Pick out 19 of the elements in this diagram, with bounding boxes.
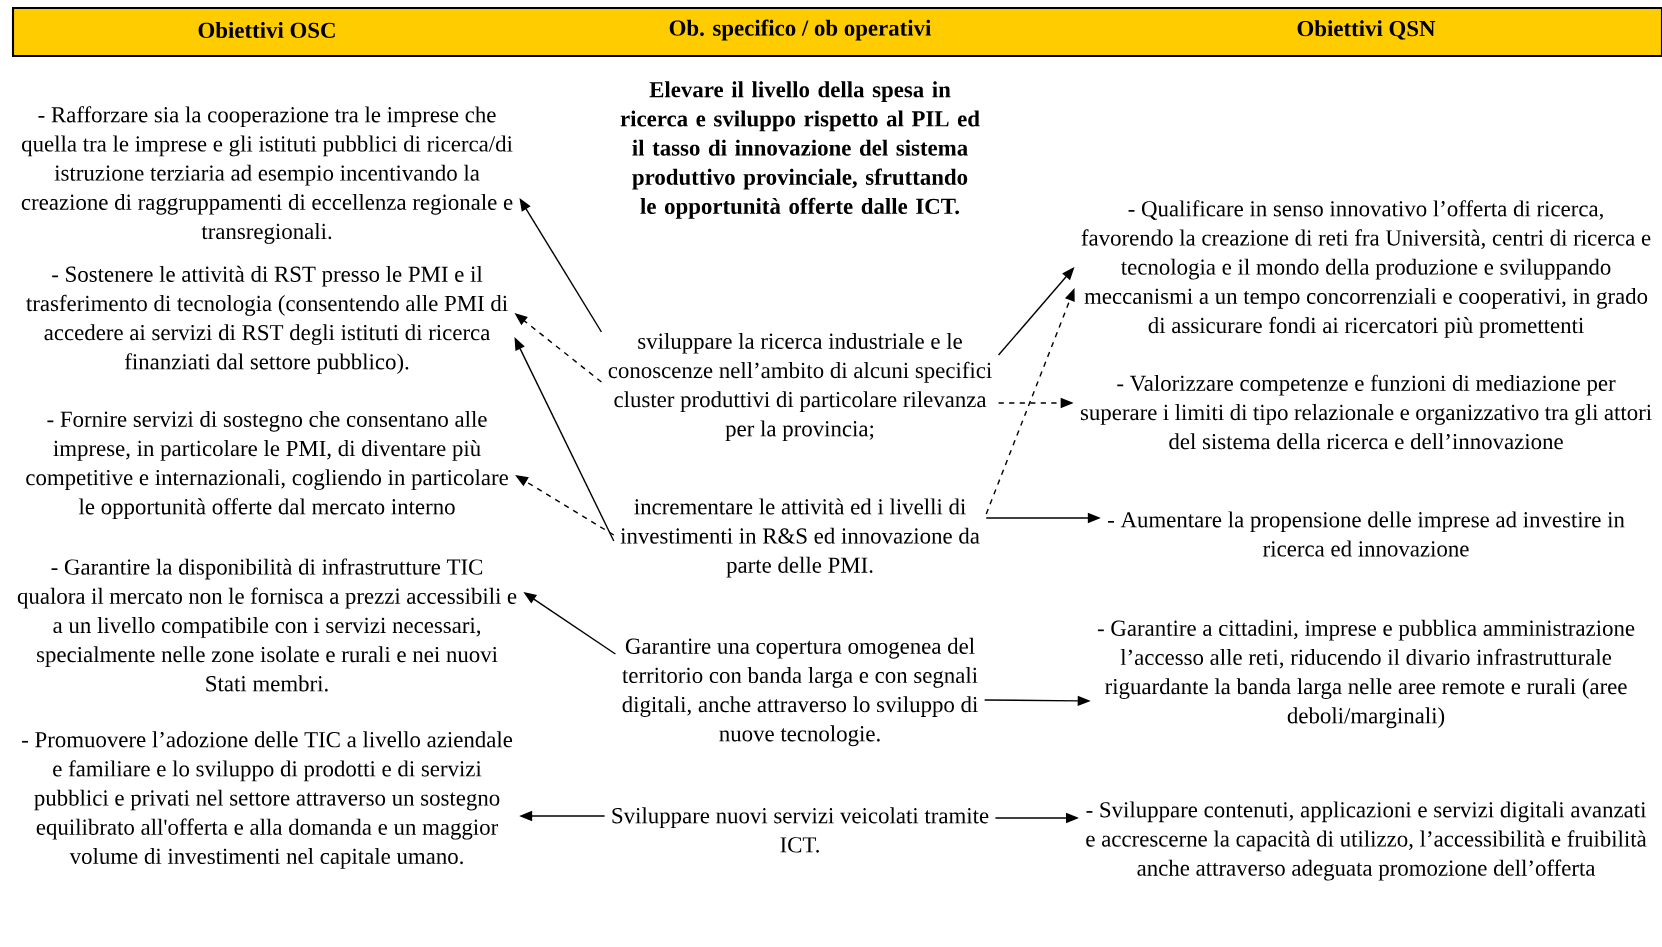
objective-text: - Rafforzare sia la cooperazione tra le imprese che quella tra le imprese e gli istituti pubblici di ricerca/di istruzione terziaria ad esempio incentivando la creazione di raggruppamenti di eccellenza regionale e transregionali.: [21, 106, 513, 244]
column-heading: Ob. specifico / ob operativi: [669, 19, 932, 41]
objective-text: - Promuovere l’adozione delle TIC a livello aziendale e familiare e lo sviluppo di prodotti e di servizi pubblici e privati nel settore attraverso un sostegno equilibrato all'offerta e alla domanda e un maggior volume di investimenti nel capitale umano.: [22, 731, 513, 869]
objective-text: - Sostenere le attività di RST presso le PMI e il trasferimento di tecnologia (consentendo alle PMI di accedere ai servizi di RST degli istituti di ricerca finanziati dal settore pubblico).: [26, 265, 508, 375]
column-heading: Obiettivi QSN: [1297, 20, 1436, 40]
objective-text: - Sviluppare contenuti, applicazioni e servizi digitali avanzati e accrescerne la capacità di utilizzo, l’accessibilità e fruibilità anche attraverso adeguata promozione dell’offerta: [1086, 801, 1647, 881]
arrow: [519, 198, 603, 333]
objective-heading: Elevare il livello della spesa in ricerca e sviluppo rispetto al PIL ed il tasso di innovazione del sistema produttivo provinciale, sfruttando le opportunità offerte dalle ICT.: [620, 81, 980, 219]
column-heading: Obiettivi OSC: [198, 21, 335, 39]
objective-text: Garantire una copertura omogenea del territorio con banda larga e con segnali digitali, anche attraverso lo sviluppo di nuove tecnologie.: [622, 637, 978, 747]
objective-text: - Fornire servizi di sostegno che consentano alle imprese, in particolare le PMI, di diventare più competitive e internazionali, cogliendo in particolare le opportunità offerte dal mercato interno: [26, 410, 508, 520]
objective-text: - Qualificare in senso innovativo l’offerta di ricerca, favorendo la creazione di reti fra Università, centri di ricerca e tecnologia e il mondo della produzione e sviluppando meccanismi a un tempo concorrenziali e cooperativi, in grado di assicurare fondi ai ricercatori più promettenti: [1081, 200, 1651, 338]
objective-text: - Valorizzare competenze e funzioni di mediazione per superare i limiti di tipo relazionale e organizzativo tra gli attori del sistema della ricerca e dell’innovazione: [1080, 374, 1652, 450]
objective-text: Sviluppare nuovi servizi veicolati tramite ICT.: [612, 807, 989, 853]
objective-text: - Aumentare la propensione delle imprese ad investire in ricerca ed innovazione: [1108, 511, 1625, 557]
objective-text: - Garantire a cittadini, imprese e pubblica amministrazione l’accesso alle reti, riducendo il divario infrastrutturale riguardante la banda larga nelle aree remote e rurali (aree deboli/marginali): [1097, 619, 1635, 729]
objective-text: incrementare le attività ed i livelli di investimenti in R&S ed innovazione da parte delle PMI.: [620, 498, 980, 578]
objective-text: sviluppare la ricerca industriale e le conoscenze nell’ambito di alcuni specifici cluster produttivi di particolare rilevanza per la provincia;: [608, 332, 992, 442]
objective-text: - Garantire la disponibilità di infrastrutture TIC qualora il mercato non le fornisca a prezzi accessibili e a un livello compatibile con i servizi necessari, specialmente nelle zone isolate e rurali e nei nuovi Stati membri.: [17, 558, 517, 692]
